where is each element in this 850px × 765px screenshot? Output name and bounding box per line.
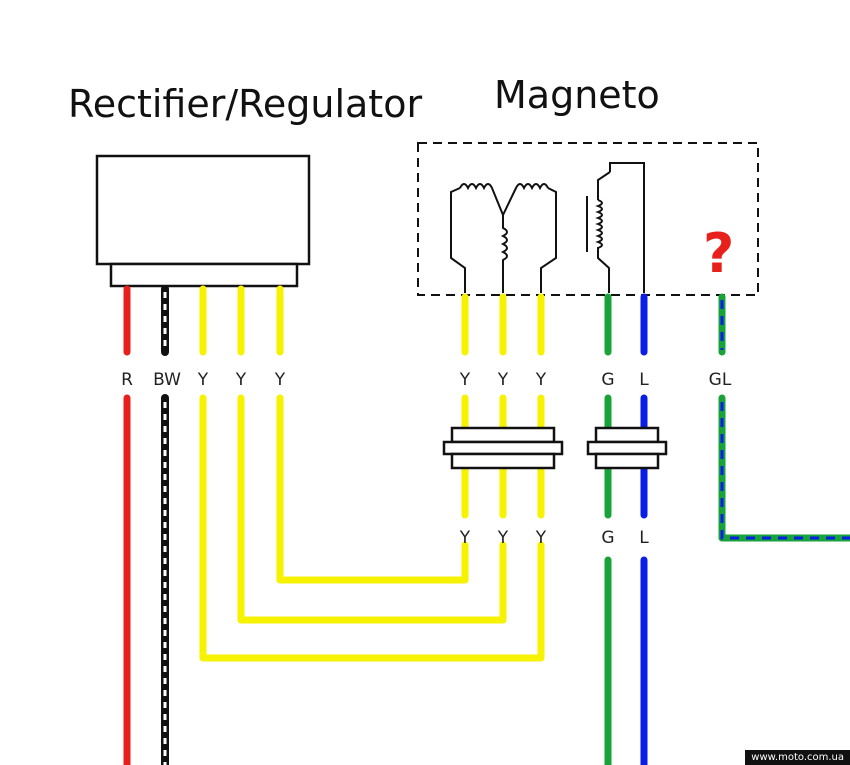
label-g: G [601, 370, 614, 390]
connector-yellow [442, 426, 564, 470]
label-y: Y [535, 370, 547, 390]
label-gl: GL [709, 370, 732, 390]
label-y: Y [497, 528, 509, 548]
wire-y-loop-1 [276, 394, 469, 584]
label-y: Y [459, 370, 471, 390]
label-l: L [639, 528, 649, 548]
label-y: Y [459, 528, 471, 548]
label-g: G [601, 528, 614, 548]
label-y: Y [497, 370, 509, 390]
label-r: R [121, 370, 133, 390]
connector-green-blue [586, 426, 668, 470]
wire-y-loop-2 [237, 394, 507, 624]
label-y: Y [235, 370, 247, 390]
label-y: Y [535, 528, 547, 548]
rectifier-regulator-title: Rectifier/Regulator [68, 82, 422, 126]
label-l: L [639, 370, 649, 390]
label-y: Y [197, 370, 209, 390]
wire-gl-lower [718, 394, 850, 542]
label-y: Y [274, 370, 286, 390]
label-bw: BW [153, 370, 181, 390]
unknown-circuit-mark: ? [703, 222, 734, 285]
wire-labels-lower: Y Y Y G L [459, 528, 649, 548]
wire-labels-upper: R BW Y Y Y Y Y Y G L GL [121, 370, 732, 390]
rectifier-regulator-unit [95, 154, 311, 288]
watermark: www.moto.com.ua [745, 750, 850, 765]
magneto-enclosure [417, 142, 759, 296]
magneto-title: Magneto [494, 73, 660, 117]
pulser-coil-icon [586, 162, 645, 293]
wire-y-loop-3 [199, 394, 545, 662]
stator-coils-icon [450, 183, 557, 293]
